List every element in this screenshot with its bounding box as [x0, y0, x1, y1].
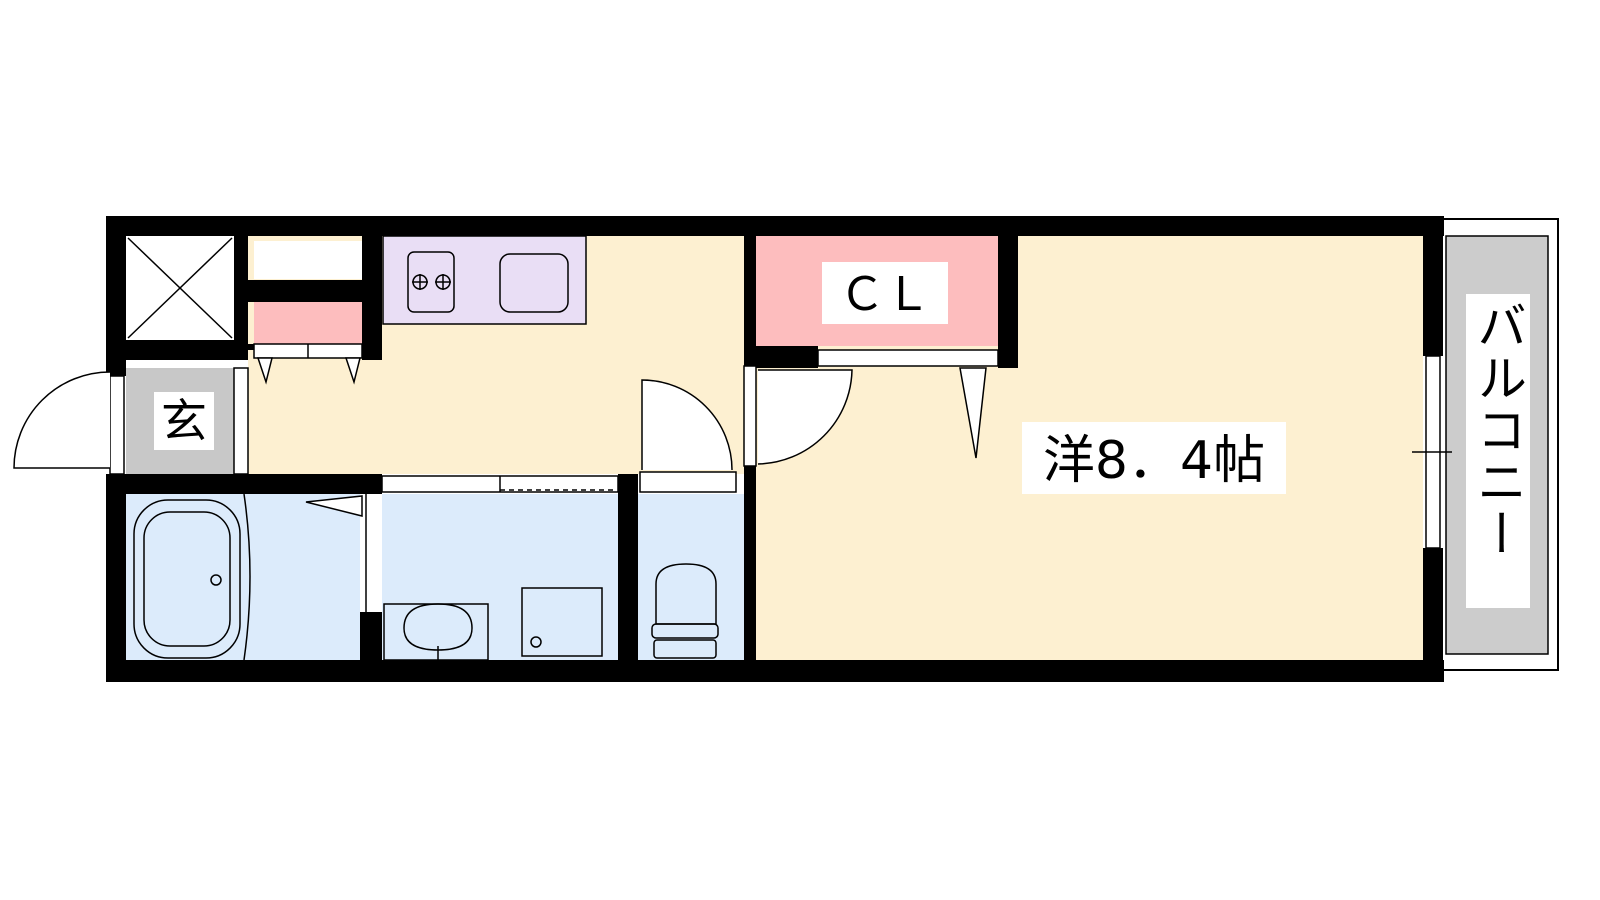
shoebox-cross-b [127, 237, 233, 339]
washing-machine-icon [521, 587, 603, 657]
room-door-frame [743, 365, 757, 467]
toilet-seat [651, 623, 719, 639]
wall-wet-top-left [106, 474, 382, 494]
wall-right-lower [1423, 548, 1443, 682]
toilet-floor [638, 494, 744, 660]
entrance-opening [233, 367, 249, 475]
fridge-space [254, 302, 362, 344]
wall-top [106, 216, 1444, 236]
wall-wash-toilet [618, 474, 638, 660]
toilet-door-swing [641, 379, 733, 471]
front-door-swing [13, 371, 111, 469]
bath-door-arrow [305, 495, 363, 517]
wall-closet-right [998, 236, 1018, 368]
wall-kitchen-room-lower [744, 466, 756, 682]
storage-top [254, 241, 362, 279]
closet-label: ＣＬ [839, 267, 931, 321]
storage-door-arrow-right [344, 357, 361, 385]
entrance-label-bg [154, 392, 214, 450]
wall-closet-bottom-stub [756, 346, 818, 368]
balcony-label-bg [1466, 294, 1530, 608]
bathtub-drain [210, 574, 222, 586]
closet-sliding-door [817, 349, 999, 367]
wall-bottom [106, 660, 1444, 682]
wall-right-upper [1423, 216, 1443, 356]
entrance-label: 玄 [161, 394, 207, 448]
stove-icon [407, 251, 455, 313]
wall-storage-mid [248, 280, 368, 302]
bath-curtain [243, 493, 251, 661]
storage-door-arrow-left [256, 357, 273, 385]
walls [106, 216, 1444, 682]
wall-storage-right [362, 236, 382, 360]
toilet-bowl-icon [655, 563, 717, 625]
closet-door-arrow [959, 367, 987, 459]
wall-left-upper [106, 216, 126, 376]
front-door-frame [109, 375, 125, 475]
wall-left-lower [106, 474, 126, 682]
room-label-bg [1022, 422, 1286, 494]
wall-shoebox-right [234, 236, 248, 340]
doors [13, 343, 1452, 612]
washing-machine-drain [530, 636, 542, 648]
fixtures [127, 237, 719, 661]
bath-floor [126, 494, 360, 660]
kitchen-sink-icon [499, 253, 569, 313]
bathtub-inner [143, 511, 231, 647]
kitchen-counter [382, 235, 587, 325]
labels: 玄 ＣＬ 洋8．4帖 バルコニー [154, 262, 1530, 608]
room-label: 洋8．4帖 [1043, 431, 1265, 491]
wall-bath-wash [360, 612, 382, 660]
room-door-swing [757, 369, 853, 465]
bathtub-icon [133, 499, 241, 659]
wall-shoebox-bottom [126, 340, 248, 360]
wash-basin-bowl [403, 603, 473, 651]
closet-label-bg [822, 262, 948, 324]
balcony-label: バルコニー [1469, 300, 1527, 560]
toilet-tank [653, 639, 717, 659]
toilet-door-frame [639, 471, 737, 493]
washroom-floor [382, 494, 618, 660]
wall-kitchen-room-upper [744, 216, 756, 366]
